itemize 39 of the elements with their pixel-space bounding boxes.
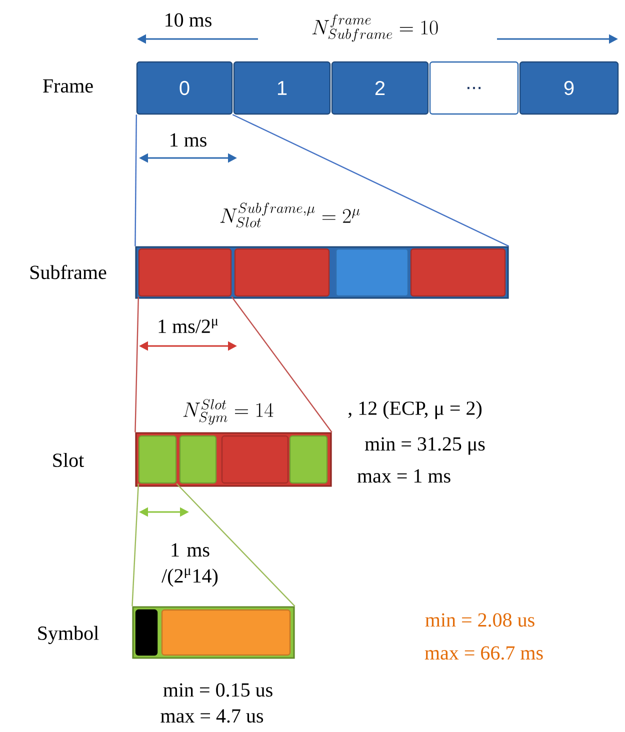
dimension-label: 1 ms: [170, 133, 206, 147]
bar-segment: 2: [331, 61, 429, 115]
bar-segment: [335, 248, 409, 297]
dimension-label: 10 ms: [166, 13, 212, 27]
zoom-line: [176, 483, 296, 607]
bar-segment: ...: [429, 61, 519, 115]
value-label: min = 0.15 us: [163, 683, 272, 697]
formula-label: $N^{frame}_{Subframe} = 10$: [312, 14, 438, 42]
zoom-line: [231, 296, 332, 433]
bar-segment: [221, 435, 289, 484]
dimension-label: 1 ms/2$^{μ}$: [158, 318, 218, 334]
note-label: , 12 (ECP, μ = 2): [348, 400, 482, 420]
bar-segment: [289, 435, 328, 484]
bar-segment: [179, 435, 217, 484]
bar-segment: 1: [233, 61, 331, 115]
formula-label: $N_{Sym}^{Slot} = 14$: [183, 399, 274, 425]
zoom-line: [232, 114, 510, 247]
value-label: min = 2.08 us: [425, 613, 534, 627]
bar-segment: [161, 609, 291, 656]
zoom-line: [134, 114, 137, 246]
row-label: Frame: [43, 79, 93, 93]
value-label: max = 66.7 ms: [424, 646, 543, 660]
formula-label: $N_{Slot}^{Subframe,\mu} = 2^{\mu}$: [220, 202, 360, 228]
bar-segment: [138, 435, 177, 484]
value-label: max = 4.7 us: [160, 709, 264, 723]
value-label: min = 31.25 μs: [364, 437, 485, 455]
zoom-line: [134, 296, 139, 432]
bar-segment: 0: [136, 61, 233, 115]
row-label: Symbol: [38, 626, 99, 644]
row-label: Slot: [53, 452, 84, 468]
row-label: Subframe: [30, 264, 106, 280]
bar-segment: [138, 248, 232, 297]
bar-segment: [410, 248, 506, 297]
zoom-line: [132, 484, 139, 606]
bar-segment: [135, 609, 158, 656]
dimension-label: 1 ms /(2$^{μ}$14): [162, 543, 218, 587]
bar-segment: 9: [519, 61, 619, 115]
bar-segment: [234, 248, 330, 297]
value-label: max = 1 ms: [357, 469, 450, 483]
